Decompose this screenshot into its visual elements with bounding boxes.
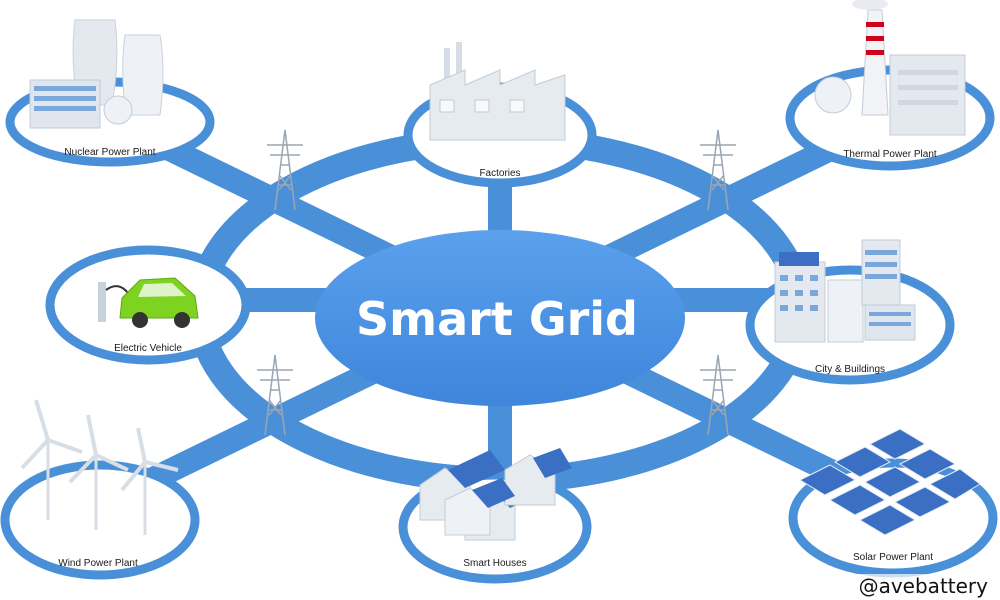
node-label: Thermal Power Plant xyxy=(843,149,937,160)
tower-icon xyxy=(257,354,293,436)
node-solar-power-plant: Solar Power Plant xyxy=(788,428,998,578)
tower-icon xyxy=(700,354,736,436)
node-label: City & Buildings xyxy=(815,364,885,375)
node-label: Wind Power Plant xyxy=(58,558,138,569)
center-hub xyxy=(315,230,685,406)
buildings-icon xyxy=(774,239,916,343)
watermark: @avebattery xyxy=(854,574,992,598)
houses-icon xyxy=(419,448,572,541)
node-label: Solar Power Plant xyxy=(853,552,933,563)
node-city-buildings: City & Buildings xyxy=(745,239,955,385)
node-wind-power-plant: Wind Power Plant xyxy=(0,399,200,580)
node-label: Electric Vehicle xyxy=(114,343,182,354)
thermal-plant-icon xyxy=(814,0,966,136)
center-title: Smart Grid xyxy=(356,292,638,346)
factory-icon xyxy=(429,42,566,141)
node-thermal-power-plant: Thermal Power Plant xyxy=(785,0,995,171)
electric-car-icon xyxy=(98,277,199,328)
nuclear-plant-icon xyxy=(29,19,164,129)
node-electric-vehicle: Electric Vehicle xyxy=(45,245,251,365)
node-label: Smart Houses xyxy=(463,558,526,569)
wind-turbine-icon xyxy=(20,399,179,535)
transmission-towers xyxy=(257,129,736,436)
node-nuclear-power-plant: Nuclear Power Plant xyxy=(5,19,215,167)
solar-panel-icon xyxy=(798,428,981,536)
node-factories: Factories xyxy=(403,42,597,188)
node-label: Factories xyxy=(479,168,520,179)
node-label: Nuclear Power Plant xyxy=(64,147,155,158)
tower-icon xyxy=(267,129,303,211)
node-smart-houses: Smart Houses xyxy=(398,448,592,584)
tower-icon xyxy=(700,129,736,211)
